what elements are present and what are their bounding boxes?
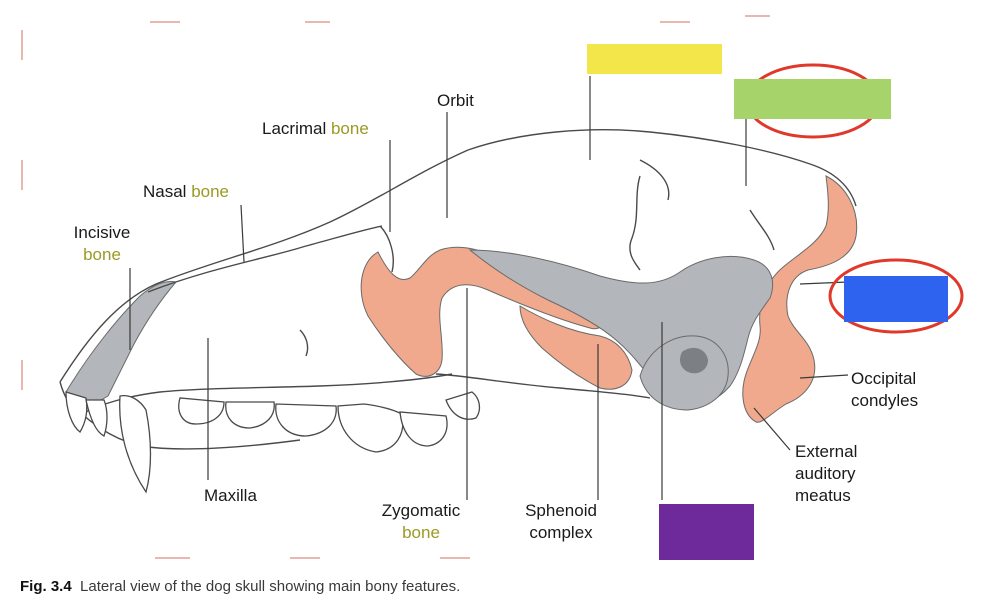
teeth [65, 391, 481, 494]
label-auditory-line3: meatus [795, 486, 851, 505]
incisor-teeth [65, 391, 88, 433]
label-incisive-bone: Incisive bone [64, 222, 140, 266]
label-maxilla: Maxilla [204, 486, 257, 505]
label-lacrimal-highlight: bone [330, 119, 369, 138]
cheek-lower-region [519, 305, 633, 390]
answer-box-green[interactable] [734, 79, 891, 119]
figure-caption: Fig. 3.4 Lateral view of the dog skull s… [20, 578, 460, 595]
label-orbit: Orbit [437, 91, 474, 110]
label-nasal-highlight: bone [191, 182, 230, 201]
label-incisive-text: Incisive [73, 223, 131, 242]
label-sphenoid-complex: Sphenoid complex [512, 500, 610, 544]
label-sphenoid-line1: Sphenoid [525, 501, 597, 520]
figure-number: Fig. 3.4 [20, 578, 72, 595]
auditory-opening [680, 347, 708, 374]
label-occipital-condyles: Occipital condyles [851, 368, 918, 412]
answer-box-purple[interactable] [659, 504, 754, 560]
label-zygomatic-text: Zygomatic [381, 501, 461, 520]
zygomatic-region [360, 246, 605, 377]
label-zygomatic-bone: Zygomatic bone [369, 500, 473, 544]
label-occipital-line1: Occipital [851, 369, 917, 388]
incisive-region [65, 281, 177, 404]
label-auditory-line2: auditory [795, 464, 856, 483]
leader-lines [129, 76, 849, 500]
label-auditory-line1: External [795, 442, 858, 461]
canine-tooth [119, 394, 152, 494]
frame-marks [21, 15, 770, 559]
answer-box-blue[interactable] [844, 276, 948, 322]
answer-box-yellow[interactable] [587, 44, 722, 74]
label-lacrimal-text: Lacrimal [262, 119, 331, 138]
label-incisive-highlight: bone [83, 245, 121, 264]
label-lacrimal-bone: Lacrimal bone [262, 118, 369, 140]
figure-caption-text: Lateral view of the dog skull showing ma… [80, 578, 461, 595]
label-nasal-bone: Nasal bone [143, 181, 229, 203]
label-external-auditory-meatus: External auditory meatus [795, 441, 857, 507]
label-zygomatic-highlight: bone [402, 523, 440, 542]
occipital-region [742, 175, 858, 423]
label-sphenoid-line2: complex [529, 523, 593, 542]
label-nasal-text: Nasal [143, 182, 192, 201]
answer-circle-blue [828, 258, 964, 334]
label-occipital-line2: condyles [851, 391, 919, 410]
